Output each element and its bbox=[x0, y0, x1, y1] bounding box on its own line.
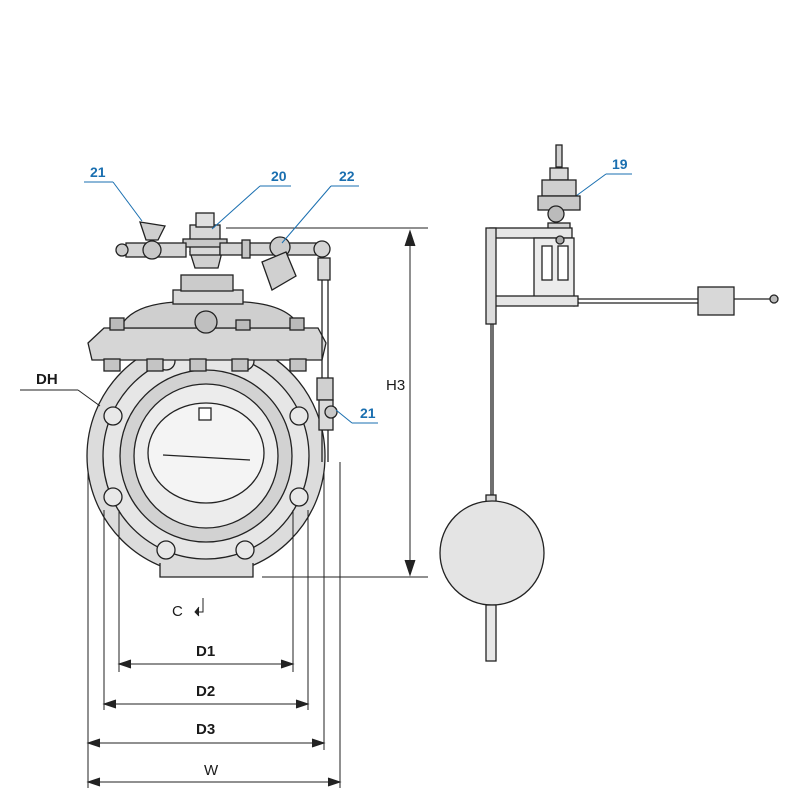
dim-label-c: C bbox=[172, 603, 183, 620]
disc bbox=[147, 402, 265, 504]
callout-leaders bbox=[84, 173, 632, 424]
dim-label-d3: D3 bbox=[196, 721, 215, 738]
dimension-labels: DH H3 C D1 D2 D3 W bbox=[36, 371, 405, 779]
base-foot bbox=[159, 563, 254, 578]
dimension-lines bbox=[20, 227, 428, 788]
dim-label-h3: H3 bbox=[386, 377, 405, 394]
callout-20: 20 bbox=[271, 168, 287, 184]
stem-window bbox=[198, 407, 212, 421]
dim-label-d1: D1 bbox=[196, 643, 215, 660]
float-ball bbox=[439, 500, 545, 606]
bonnet bbox=[87, 274, 327, 372]
valve-body bbox=[86, 336, 326, 578]
pilot-assembly bbox=[115, 212, 338, 462]
callout-21-top: 21 bbox=[90, 164, 106, 180]
dim-label-dh: DH bbox=[36, 371, 58, 388]
callout-22: 22 bbox=[339, 168, 355, 184]
disc-axis bbox=[162, 454, 251, 461]
callout-19: 19 bbox=[612, 156, 628, 172]
callout-labels: 21 20 22 19 21 bbox=[90, 156, 628, 421]
callout-21-side: 21 bbox=[360, 405, 376, 421]
dim-label-w: W bbox=[204, 762, 219, 779]
dim-label-d2: D2 bbox=[196, 683, 215, 700]
side-view bbox=[439, 144, 779, 662]
